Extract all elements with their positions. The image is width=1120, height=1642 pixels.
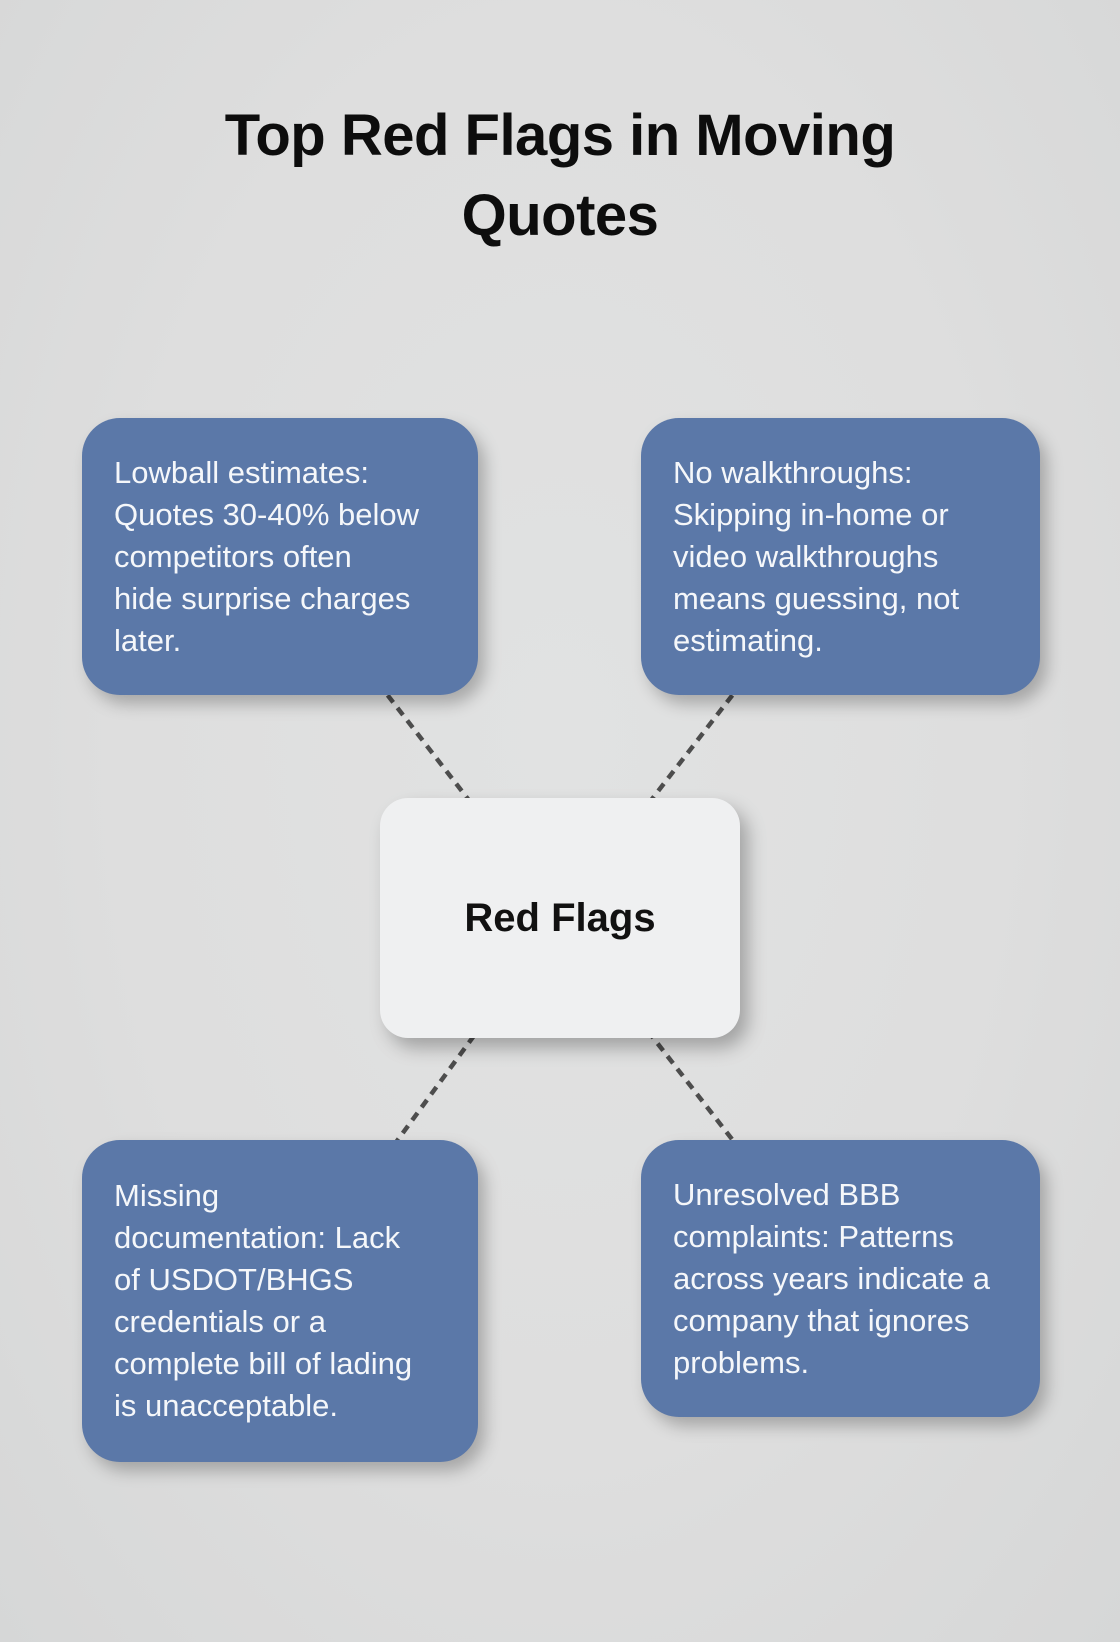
reason-box-lowball-estimates: Lowball estimates: Quotes 30-40% below c… [82,418,478,695]
box-text-line: credentials or a [114,1304,326,1339]
connector-bottom-right [558,916,842,1280]
box-text-line: means guessing, not [673,580,960,616]
box-text-line: estimating. [673,622,823,658]
box-text: No walkthroughs: Skipping in-home or vid… [673,452,959,662]
box-text: Missing documentation: Lack of USDOT/BHG… [114,1175,412,1427]
reason-box-missing-documentation: Missing documentation: Lack of USDOT/BHG… [82,1140,478,1462]
box-text: Lowball estimates: Quotes 30-40% below c… [114,452,419,662]
box-text-line: competitors often [114,538,352,574]
box-text-line: Quotes 30-40% below [114,496,420,532]
box-text-line: problems. [673,1344,810,1380]
box-text-line: Missing [114,1178,220,1213]
box-text-line: hide surprise charges [114,580,411,616]
box-text-line: complaints: Patterns [673,1218,954,1254]
box-text-line: is unacceptable. [114,1388,339,1423]
box-text-line: documentation: Lack [114,1220,401,1255]
box-text-line: No walkthroughs: [673,454,913,490]
box-text: Unresolved BBB complaints: Patterns acro… [673,1174,990,1384]
page-title: Top Red Flags in Moving Quotes [224,103,896,248]
box-text-line: of USDOT/BHGS [114,1262,354,1297]
box-text-line: Skipping in-home or [673,496,949,532]
box-text-line: Unresolved BBB [673,1176,901,1212]
central-node-label: Red Flags [464,895,656,940]
box-text-line: across years indicate a [673,1260,991,1296]
connector-top-left [278,554,562,920]
reason-box-no-walkthroughs: No walkthroughs: Skipping in-home or vid… [641,418,1040,695]
box-text-line: video walkthroughs [673,538,939,574]
box-text-line: later. [114,622,182,658]
box-text-line: complete bill of lading [114,1346,413,1381]
box-text-line: company that ignores [673,1302,970,1338]
central-node: Red Flags [380,798,740,1038]
connector-top-right [558,554,842,920]
box-text-line: Lowball estimates: [114,454,370,490]
reason-box-unresolved-bbb-complaints: Unresolved BBB complaints: Patterns acro… [641,1140,1040,1417]
